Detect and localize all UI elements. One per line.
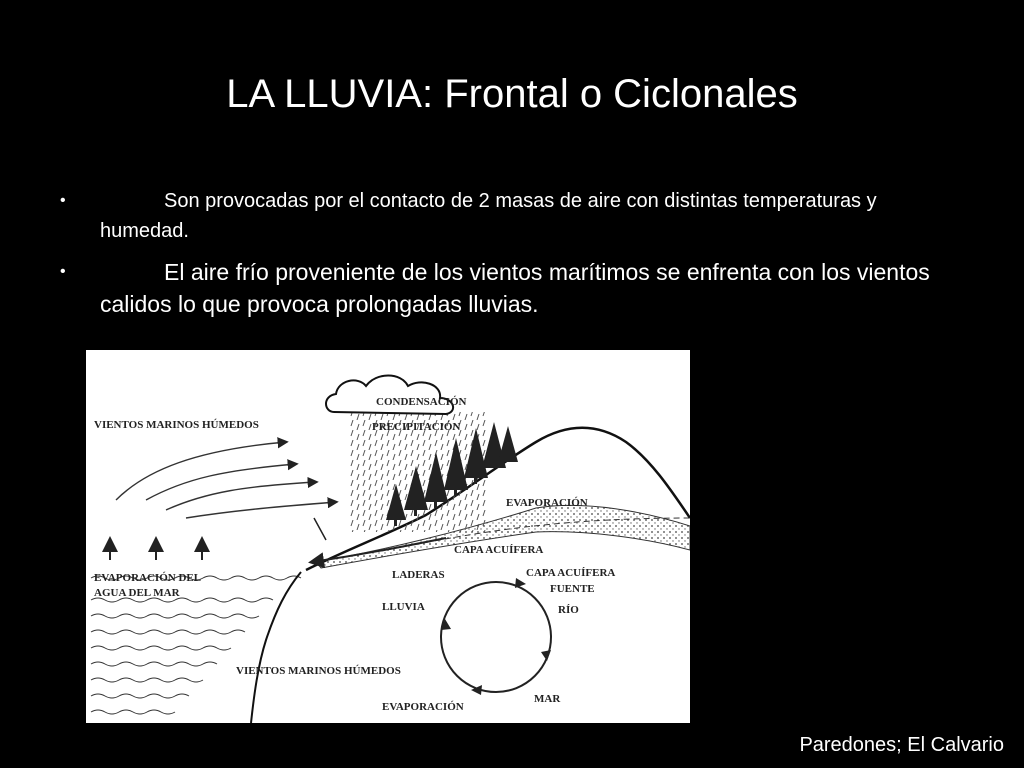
label-laderas: LADERAS [392, 569, 445, 581]
evaporation-arrows [102, 536, 210, 560]
runoff-arrow [308, 537, 447, 569]
slide-title: LA LLUVIA: Frontal o Ciclonales [226, 72, 798, 116]
bullet-list: • Son provocadas por el contacto de 2 mas… [60, 186, 960, 330]
label-lluvia: LLUVIA [382, 601, 425, 613]
water-cycle [440, 581, 552, 693]
wind-arrows [115, 437, 339, 519]
label-evaporacion-bottom: EVAPORACIÓN [382, 701, 464, 713]
rain-cycle-diagram: CONDENSACIÓN PRECIPITACIÓN VIENTOS MARIN… [86, 350, 690, 723]
label-capa-acuifera-cycle: CAPA ACUÍFERA [526, 567, 615, 579]
label-vientos-cycle: VIENTOS MARINOS HÚMEDOS [236, 665, 401, 677]
cloud-icon [325, 374, 455, 416]
bullet-marker: • [60, 263, 66, 280]
coast-line [250, 571, 302, 723]
label-rio: RÍO [558, 604, 579, 616]
label-mar: MAR [534, 693, 561, 705]
label-capa-acuifera-top: CAPA ACUÍFERA [454, 544, 543, 556]
label-condensacion: CONDENSACIÓN [376, 396, 467, 408]
cycle-arrows [441, 578, 551, 695]
label-precipitacion: PRECIPITACIÓN [372, 421, 460, 433]
rain-shaft [348, 412, 488, 532]
bullet-item: • El aire frío proveniente de los vientos… [60, 256, 960, 320]
footer-credit: Paredones; El Calvario [799, 734, 1004, 756]
label-vientos-marinos: VIENTOS MARINOS HÚMEDOS [94, 419, 259, 431]
label-fuente: FUENTE [550, 583, 595, 595]
label-evaporacion-mar-1: EVAPORACIÓN DEL [94, 572, 201, 584]
bullet-text: Son provocadas por el contacto de 2 masa… [100, 190, 877, 242]
label-evaporacion-right: EVAPORACIÓN [506, 497, 588, 509]
mountain-outline [305, 426, 690, 572]
label-evaporacion-mar-2: AGUA DEL MAR [94, 587, 181, 599]
sea-waves [90, 575, 302, 715]
forest-icon [386, 422, 518, 526]
bullet-text: El aire frío proveniente de los vientos … [100, 259, 930, 317]
bullet-marker: • [60, 192, 66, 209]
bullet-item: • Son provocadas por el contacto de 2 mas… [60, 186, 960, 246]
